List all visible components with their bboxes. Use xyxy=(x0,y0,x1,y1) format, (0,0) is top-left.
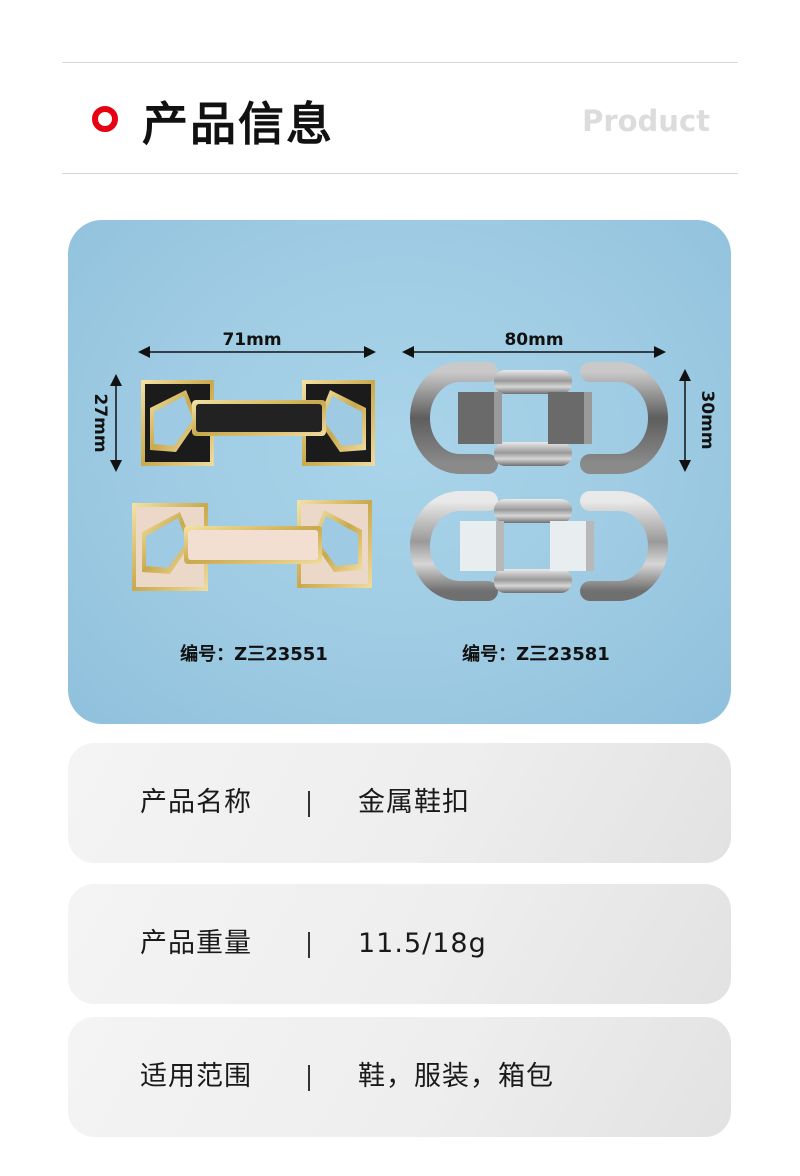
product-photo-illustration: 71mm 27mm 80mm 30mm xyxy=(90,330,717,665)
left-height-label: 27mm xyxy=(90,393,110,452)
header-divider-top xyxy=(62,62,738,63)
spec-separator xyxy=(308,1065,310,1091)
spec-separator xyxy=(308,791,310,817)
spec-label: 产品重量 xyxy=(140,928,252,959)
right-item-code: 编号：Z三23581 xyxy=(462,643,610,665)
header-divider-bottom xyxy=(62,173,738,174)
spec-separator xyxy=(308,932,310,958)
right-width-label: 80mm xyxy=(504,330,563,350)
right-width-dimension: 80mm xyxy=(402,330,666,358)
spec-row-name: 产品名称 金属鞋扣 xyxy=(68,743,731,863)
left-width-label: 71mm xyxy=(222,330,281,350)
spec-value: 金属鞋扣 xyxy=(358,787,470,818)
buckle-pink-enamel xyxy=(132,500,372,591)
section-title: 产品信息 xyxy=(142,97,334,151)
spec-value: 11.5/18g xyxy=(358,928,487,959)
right-height-label: 30mm xyxy=(697,390,717,449)
right-height-dimension: 30mm xyxy=(679,369,717,472)
spec-label: 适用范围 xyxy=(140,1061,252,1092)
section-subtitle: Product xyxy=(582,104,710,138)
left-width-dimension: 71mm xyxy=(138,330,376,358)
left-height-dimension: 27mm xyxy=(90,374,122,472)
spec-row-usage: 适用范围 鞋，服装，箱包 xyxy=(68,1017,731,1137)
left-item-code: 编号：Z三23551 xyxy=(180,643,328,665)
ring-icon xyxy=(92,106,118,132)
spec-label: 产品名称 xyxy=(140,787,252,818)
spec-value: 鞋，服装，箱包 xyxy=(358,1061,554,1092)
spec-row-weight: 产品重量 11.5/18g xyxy=(68,884,731,1004)
product-photo: 71mm 27mm 80mm 30mm xyxy=(68,220,731,724)
buckle-gunmetal-chain xyxy=(410,362,668,474)
buckle-chrome-chain xyxy=(410,491,668,601)
buckle-black-enamel xyxy=(141,380,375,466)
